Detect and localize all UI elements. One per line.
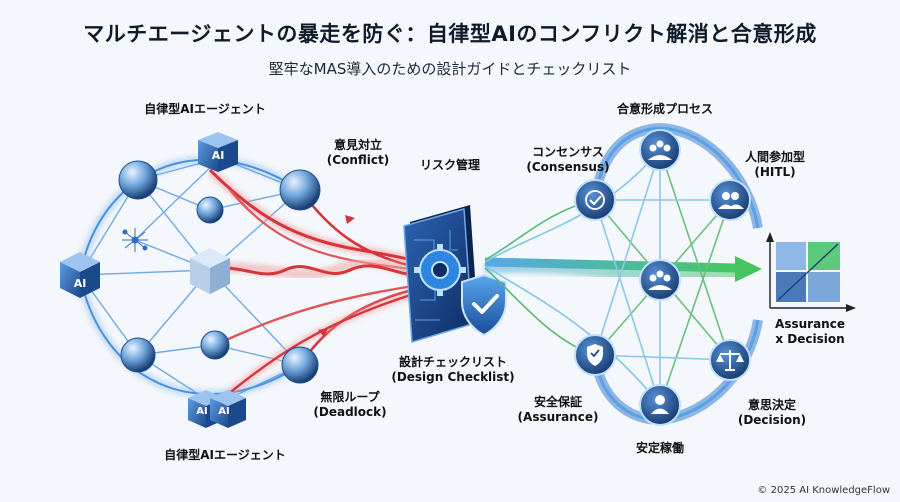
assurance-label-jp: 安全保証 [533,395,582,409]
chart-label-line1: Assurance [775,317,845,331]
chart-label-line2: x Decision [775,332,845,346]
left-top-label: 自律型AIエージェント [144,102,266,116]
deadlock-label-en: (Deadlock) [313,405,387,419]
ai-cube-label-top: AI [211,149,225,162]
risk-management-label: リスク管理 [419,158,480,172]
group-node-center [639,259,681,301]
center-checklist-device [403,205,507,343]
ai-cube-label-bottom-a: AI [196,406,208,417]
right-network [484,122,763,426]
conflict-label-jp: 意見対立 [333,138,382,152]
left-agent-nodes [60,132,321,428]
consensus-label-en: (Consensus) [526,160,610,174]
checklist-label-jp: 設計チェックリスト [398,355,507,369]
consensus-process-label: 合意形成プロセス [616,102,713,116]
checklist-label-en: (Design Checklist) [391,370,515,384]
conflict-label: 意見対立 (Conflict) [308,138,408,168]
group-node-top [639,129,681,171]
copyright-credit: © 2025 AI KnowledgeFlow [757,485,890,496]
conflict-flows [206,166,422,409]
decision-label: 意思決定 (Decision) [722,398,822,428]
stable-operation-label: 安定稼働 [635,441,684,455]
hitl-node [709,179,751,221]
decision-label-jp: 意思決定 [747,398,796,412]
assurance-node [574,334,616,376]
assurance-label: 安全保証 (Assurance) [508,395,608,425]
left-bottom-label: 自律型AIエージェント [164,448,286,462]
deadlock-label-jp: 無限ループ [320,390,380,404]
ai-cube-label: AI [73,277,87,290]
deadlock-label: 無限ループ (Deadlock) [300,390,400,420]
hitl-label-en: (HITL) [754,165,796,179]
page-subtitle: 堅牢なMAS導入のための設計ガイドとチェックリスト [268,60,632,78]
consensus-label-jp: コンセンサス [532,145,604,159]
chart-label: Assurance x Decision [760,317,860,347]
consensus-node [574,179,616,221]
stable-node [639,384,681,426]
hitl-label-jp: 人間参加型 [744,150,805,164]
assurance-label-en: (Assurance) [517,410,599,424]
consensus-label: コンセンサス (Consensus) [518,145,618,175]
hitl-label: 人間参加型 (HITL) [730,150,820,180]
decision-label-en: (Decision) [737,413,807,427]
conflict-label-en: (Conflict) [326,153,390,167]
page-title: マルチエージェントの暴走を防ぐ：自律型AIのコンフリクト解消と合意形成 [83,22,817,46]
decision-node [709,339,751,381]
assurance-decision-chart [766,232,856,312]
ai-cube-label-bottom-b: AI [218,406,230,417]
checklist-label: 設計チェックリスト (Design Checklist) [378,355,528,385]
